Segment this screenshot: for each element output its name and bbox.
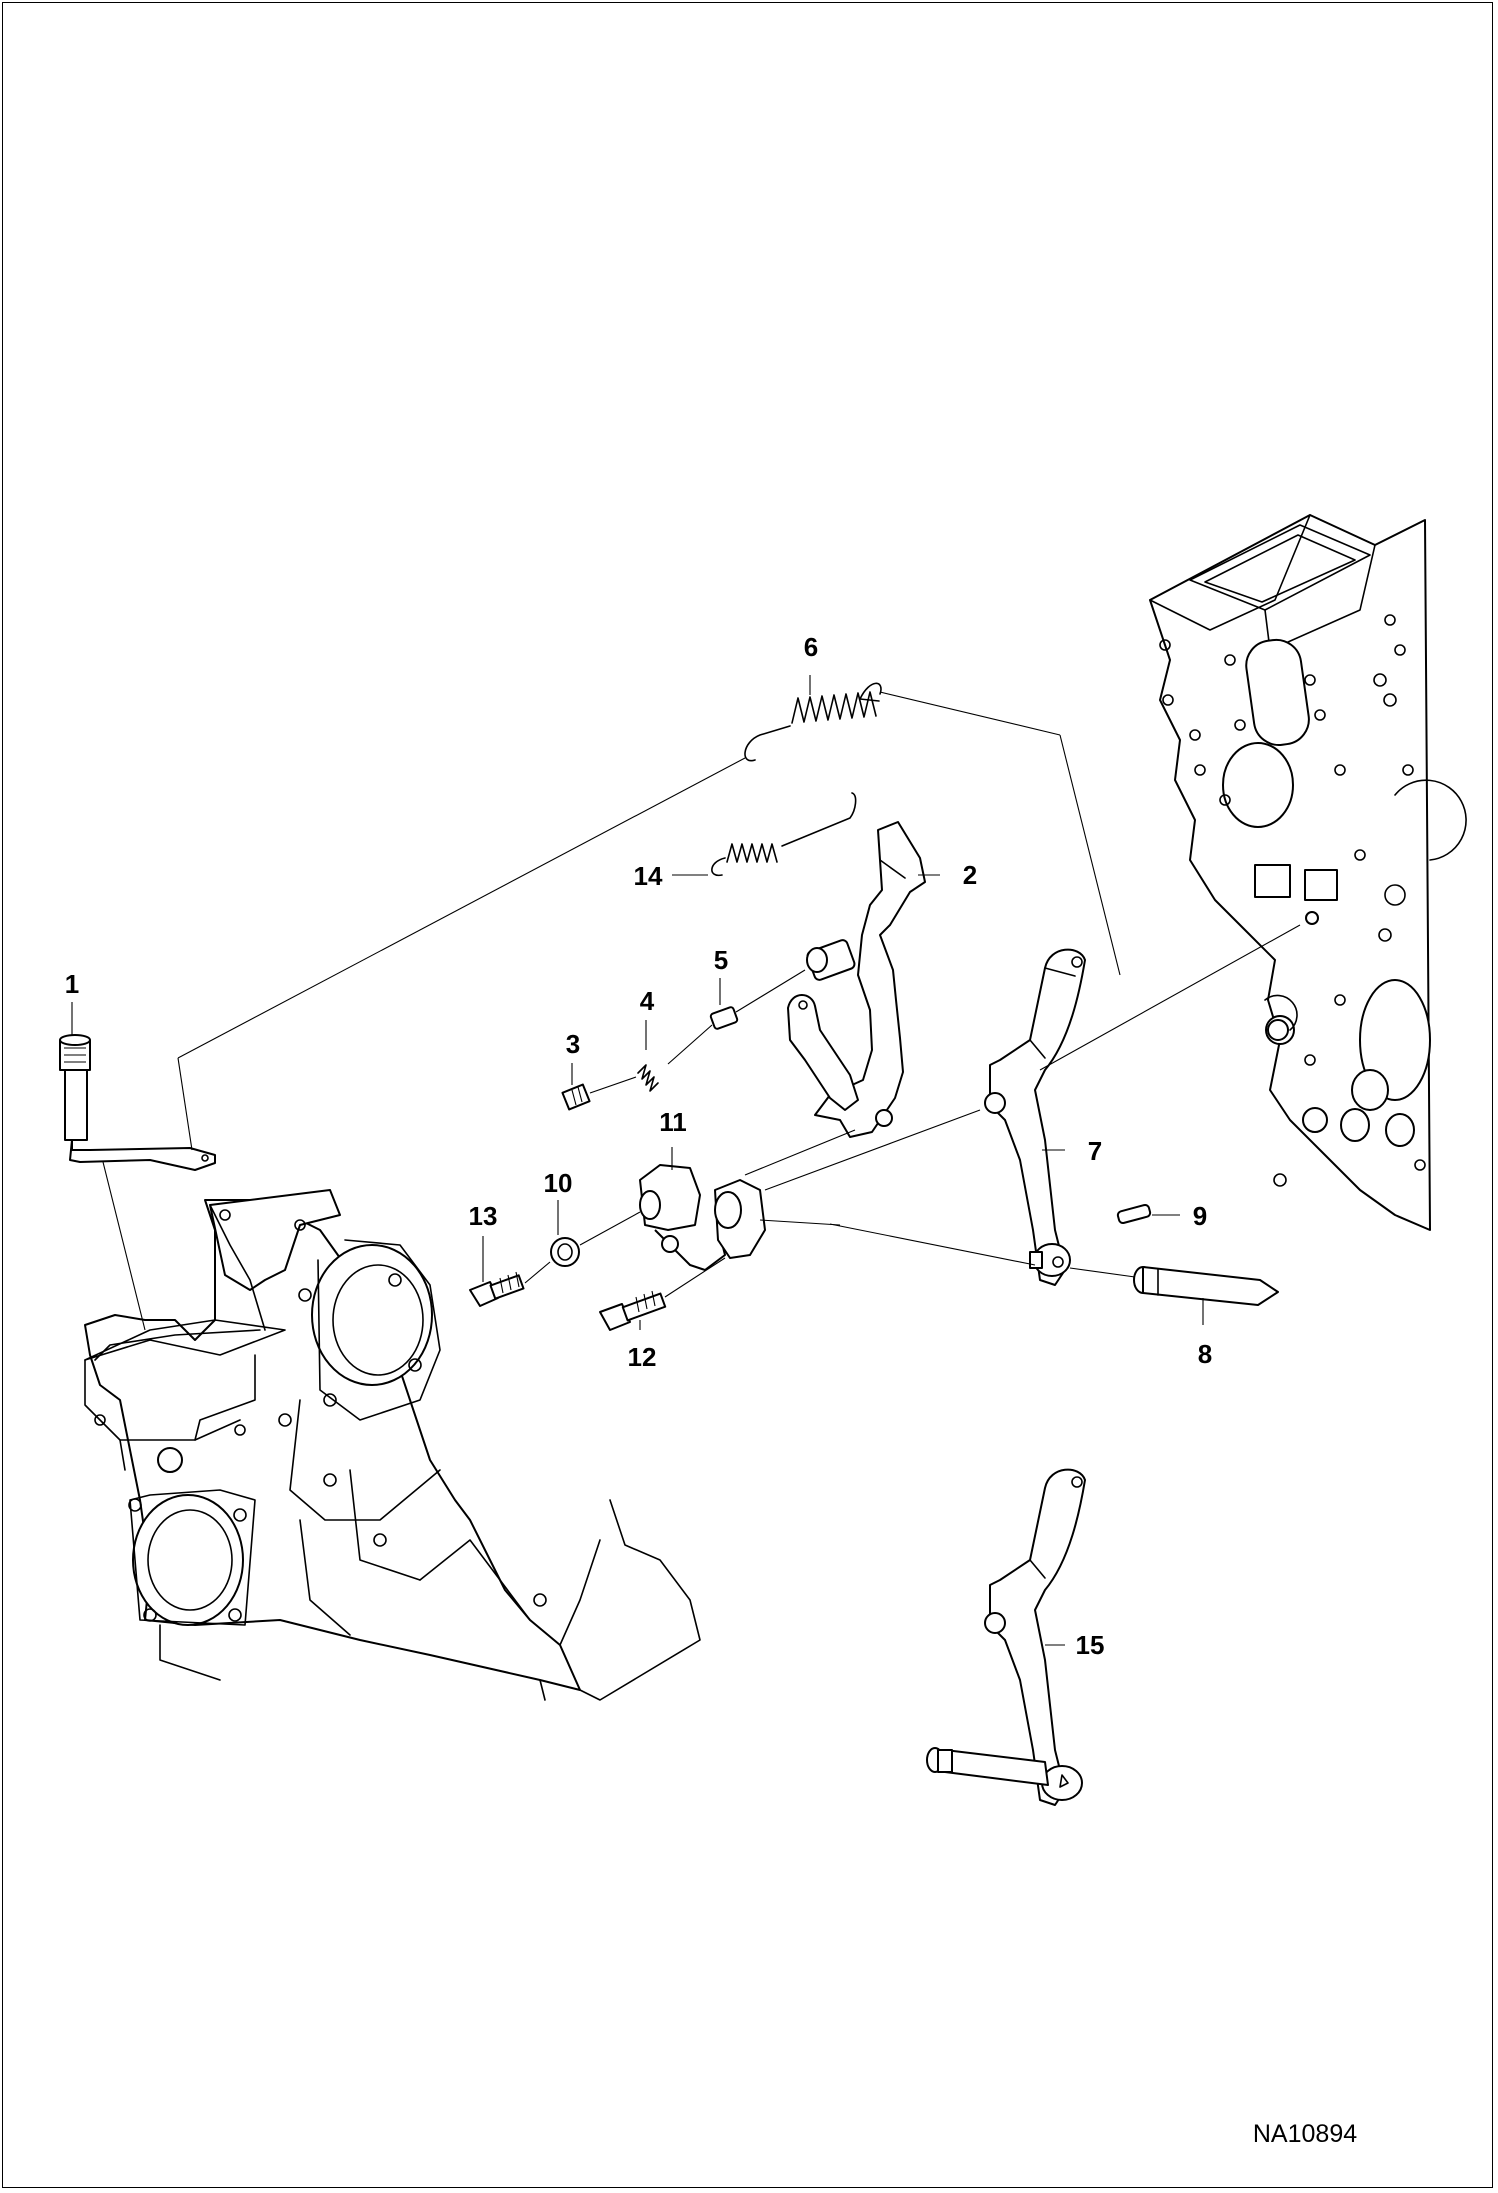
governor-shaft [59, 1034, 216, 1171]
spring-pin [1116, 1203, 1152, 1225]
assembly-lines [102, 691, 1301, 1331]
callout-15: 15 [1076, 1630, 1105, 1660]
gear-case-left [84, 1189, 701, 1701]
callout-9: 9 [1193, 1201, 1207, 1231]
callout-12: 12 [628, 1342, 657, 1372]
callout-6: 6 [804, 632, 818, 662]
governor-spring-large [744, 682, 882, 762]
callout-labels: 1 2 3 4 5 6 7 8 9 10 11 12 13 14 15 [65, 632, 1212, 1660]
governor-lever [787, 821, 926, 1138]
governor-spring-small [711, 792, 857, 877]
callout-14: 14 [634, 861, 663, 891]
callout-5: 5 [714, 945, 728, 975]
callout-8: 8 [1198, 1339, 1212, 1369]
callout-13: 13 [469, 1201, 498, 1231]
callout-11: 11 [659, 1107, 687, 1137]
bolt-long [599, 1290, 667, 1331]
bolt-short [469, 1271, 525, 1307]
callout-7: 7 [1088, 1136, 1102, 1166]
callout-2: 2 [963, 860, 977, 890]
detent-pin [709, 1006, 739, 1030]
lock-washer [550, 1237, 580, 1267]
callout-1: 1 [65, 969, 79, 999]
engine-block-right [1149, 514, 1467, 1231]
governor-arm [984, 948, 1086, 1286]
callout-3: 3 [566, 1029, 580, 1059]
set-screw [561, 1083, 591, 1111]
callout-10: 10 [544, 1168, 573, 1198]
lever-bracket [639, 1164, 766, 1271]
governor-arm-assembly [926, 1468, 1086, 1806]
lever-shaft [1133, 1266, 1279, 1306]
callout-4: 4 [640, 986, 655, 1016]
detent-spring [637, 1064, 659, 1092]
callout-leaders [71, 675, 1204, 1646]
figure-reference: NA10894 [1253, 2120, 1357, 2148]
